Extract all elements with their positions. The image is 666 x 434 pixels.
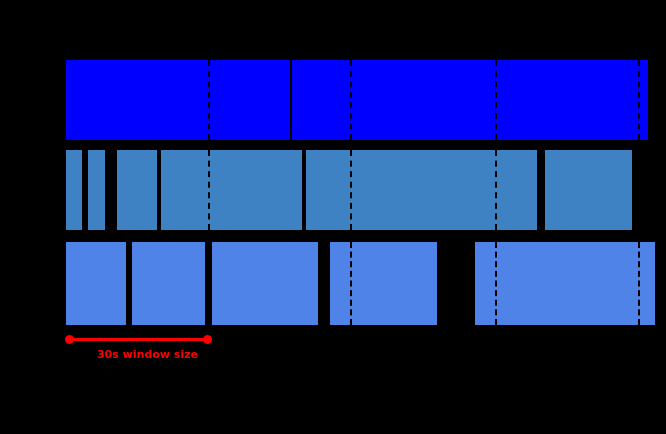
timeline-segment <box>330 242 437 325</box>
timeline-segment <box>545 150 632 230</box>
timeline-segment <box>66 60 290 140</box>
timeline-segment <box>212 242 318 325</box>
timeline-track-1 <box>0 60 666 140</box>
annotation-label: 30s window size <box>97 348 199 361</box>
timeline-segment <box>132 242 205 325</box>
timeline-segment <box>117 150 157 230</box>
timeline-segment <box>475 242 655 325</box>
timeline-track-2 <box>0 150 666 230</box>
timeline-segment <box>88 150 105 230</box>
annotation-endpoint-left-dot <box>65 335 74 344</box>
timeline-segment <box>161 150 302 230</box>
timeline-segment <box>306 150 537 230</box>
annotation-measure-bar <box>69 338 208 341</box>
timeline-track-3 <box>0 242 666 325</box>
timeline-segment <box>66 150 82 230</box>
annotation-endpoint-right-dot <box>203 335 212 344</box>
timeline-segment <box>292 60 648 140</box>
timeline-segment <box>66 242 126 325</box>
